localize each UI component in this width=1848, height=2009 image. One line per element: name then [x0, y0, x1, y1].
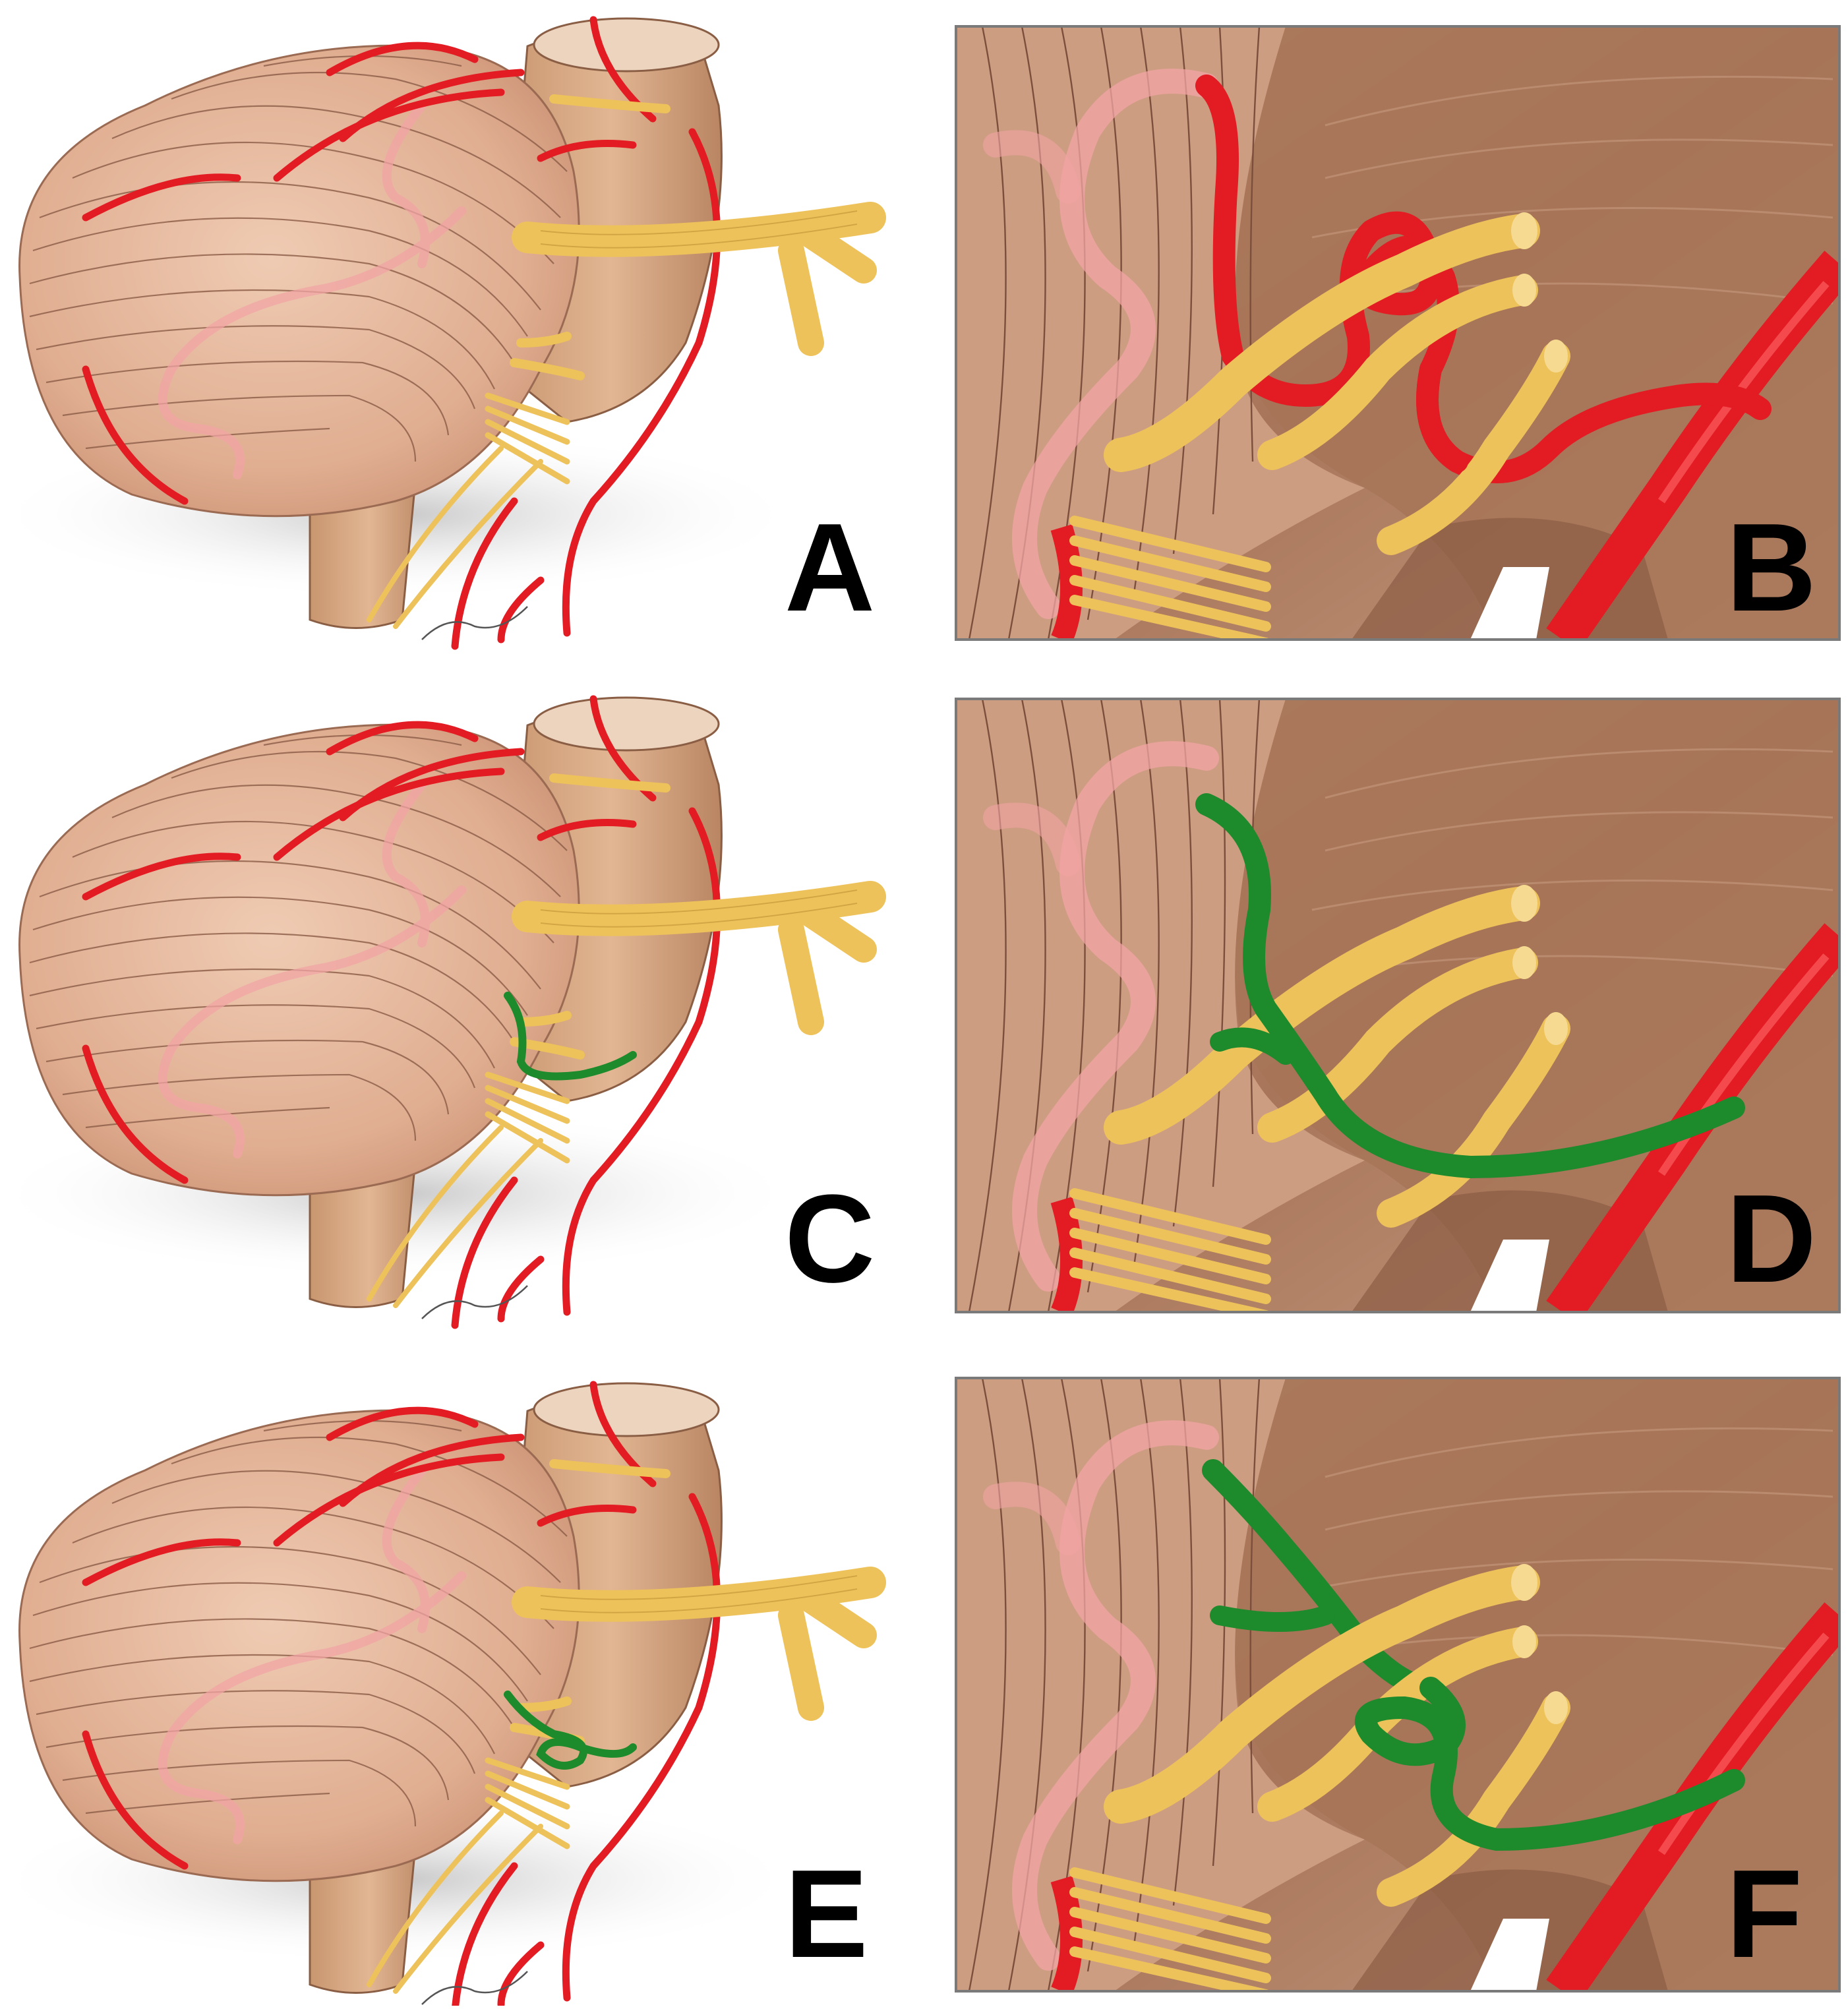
green-vessel-overview-c [504, 992, 637, 1081]
green-vessel-upper-branch [1202, 1459, 1442, 1699]
panel-f-closeup [955, 1377, 1841, 1993]
offending-artery-loop [1195, 75, 1772, 483]
panel-label-f: F [1726, 1844, 1803, 1984]
panel-a-overview [0, 18, 870, 646]
panel-label-d: D [1726, 1169, 1816, 1309]
panel-label-a: A [785, 498, 875, 638]
panel-c-overview [0, 698, 870, 1325]
panel-label-b: B [1726, 498, 1816, 638]
panel-b-closeup [955, 25, 1841, 641]
panel-e-overview [0, 1383, 870, 2006]
green-vessel-arch [1195, 793, 1745, 1179]
green-vessel-overview-e [504, 1691, 637, 1770]
green-vessel-loop [1355, 1677, 1745, 1851]
panel-label-c: C [785, 1169, 875, 1309]
panel-d-closeup [955, 698, 1841, 1313]
panel-label-e: E [785, 1844, 868, 1984]
